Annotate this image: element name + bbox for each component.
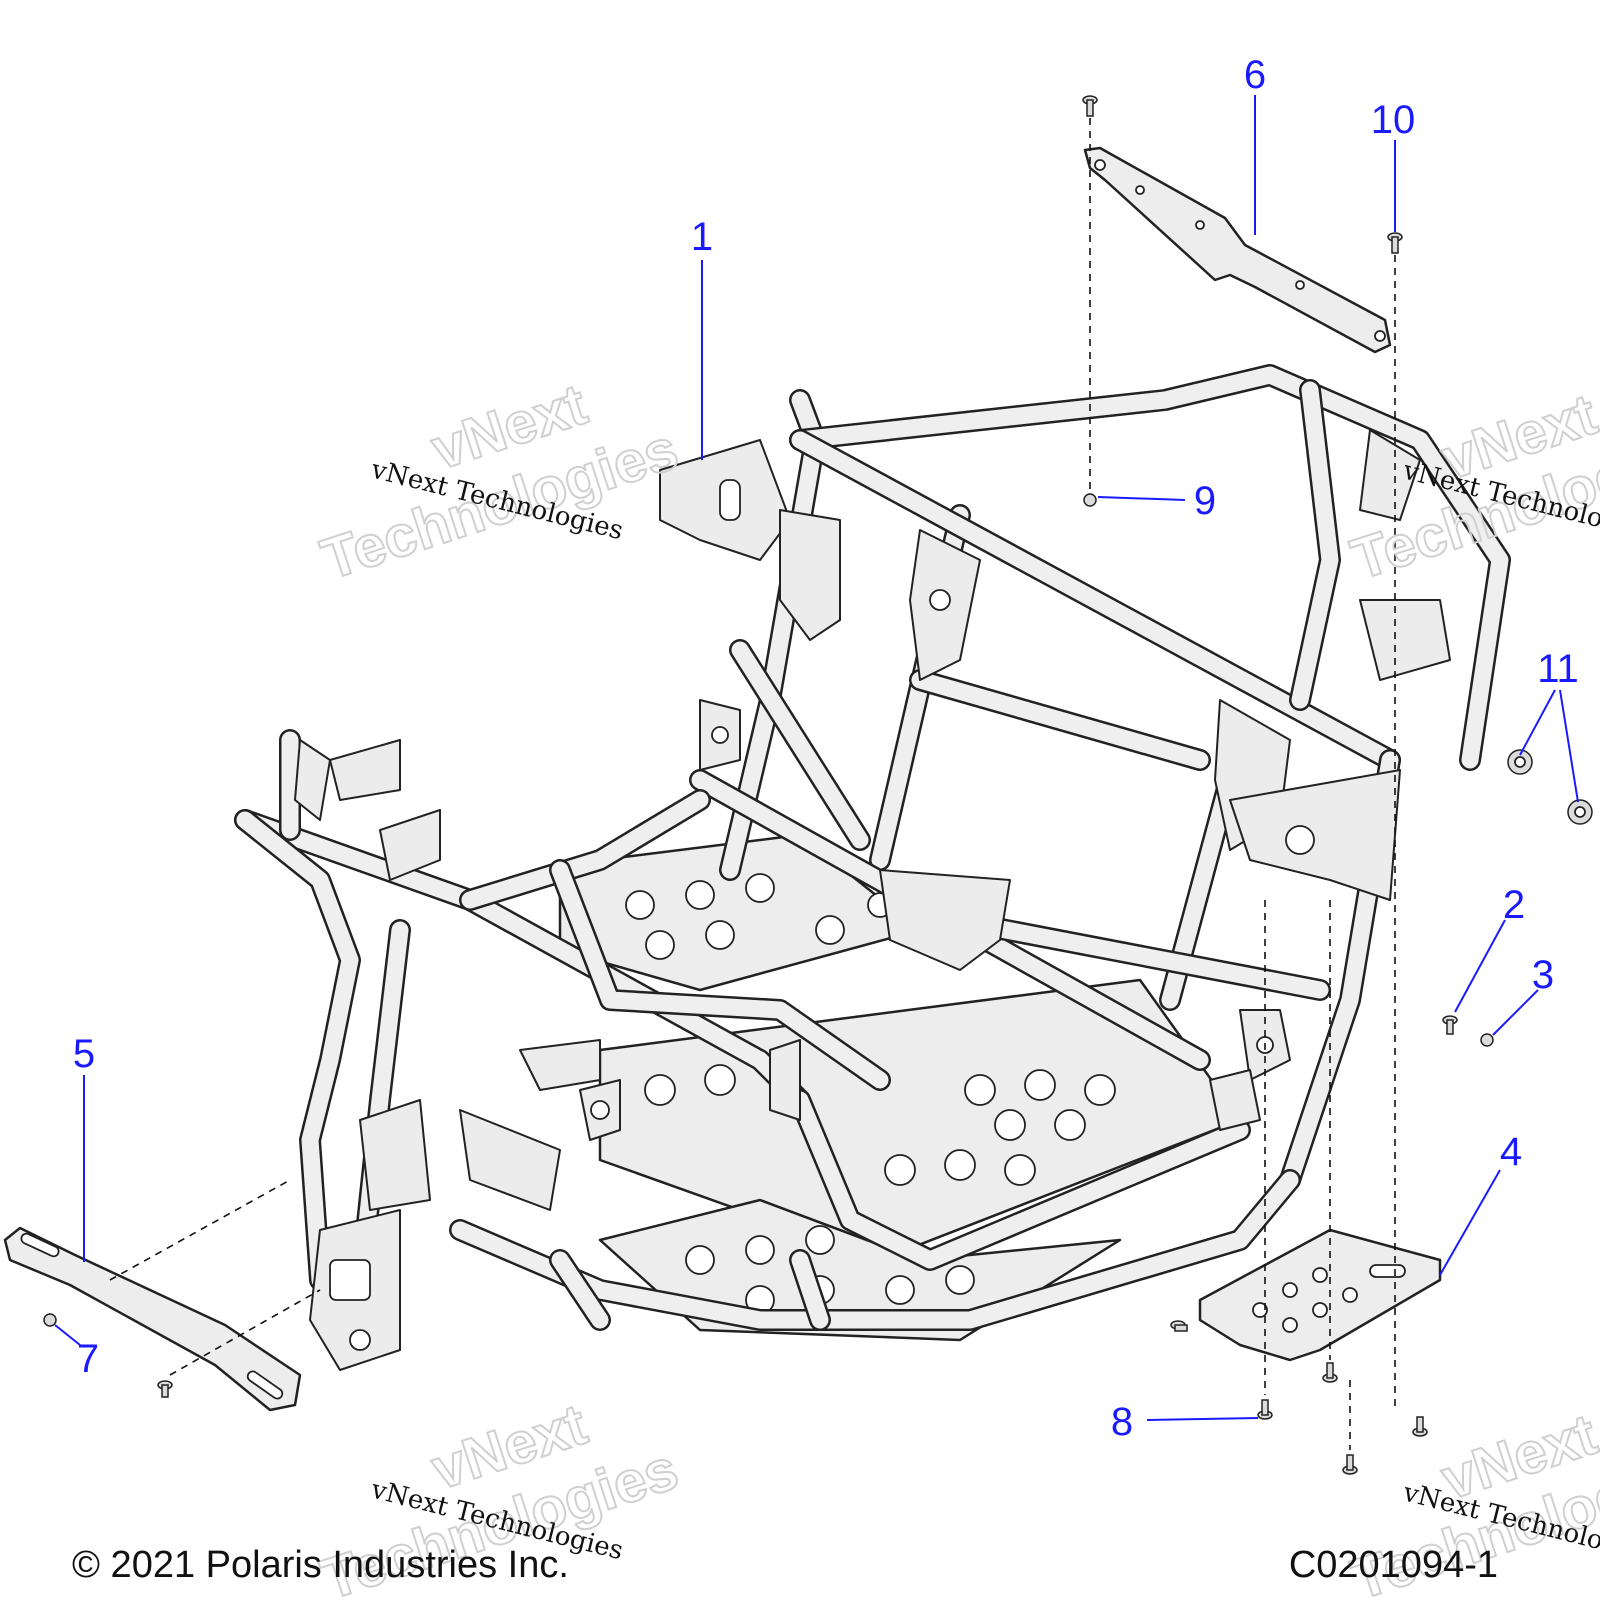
bolt-skid-b — [1322, 1362, 1338, 1383]
callout-leaders — [54, 95, 1579, 1421]
part-4-skid-plate — [1198, 1228, 1442, 1362]
grommet-11-a — [1507, 749, 1533, 775]
callout-labels: 1 6 10 9 11 2 3 4 5 7 8 — [73, 53, 1579, 1444]
grommet-11-b — [1567, 799, 1593, 825]
callout-9: 9 — [1194, 479, 1216, 523]
callout-4: 4 — [1500, 1130, 1522, 1174]
callout-11: 11 — [1537, 647, 1579, 691]
bolt-skid-d — [1412, 1416, 1428, 1437]
copyright-notice: © 2021 Polaris Industries Inc. — [72, 1544, 569, 1586]
bolt-top-left — [1082, 95, 1098, 117]
nut-9 — [1083, 493, 1097, 507]
callout-8: 8 — [1111, 1400, 1133, 1444]
frame-gussets — [579, 429, 1451, 1141]
watermark-top-left: vNext Technologies vNext Technologies — [313, 371, 687, 594]
bolt-2 — [1442, 1015, 1458, 1035]
bolt-front-lower — [157, 1380, 173, 1398]
front-suspension-mounts — [294, 739, 801, 1371]
bolt-10 — [1387, 232, 1403, 254]
part-6-crossmember-plate — [1083, 146, 1392, 354]
bolt-skid-c — [1342, 1454, 1358, 1475]
callout-7: 7 — [77, 1337, 99, 1381]
nut-3 — [1480, 1033, 1494, 1047]
assembly-lines — [109, 118, 1396, 1450]
bolt-skid-a — [1170, 1320, 1188, 1332]
callout-1: 1 — [691, 215, 713, 259]
part-5-front-crossbar — [3, 1226, 302, 1412]
callout-6: 6 — [1244, 53, 1266, 97]
callout-10: 10 — [1371, 98, 1416, 142]
callout-2: 2 — [1503, 883, 1525, 927]
bolt-8 — [1257, 1399, 1273, 1420]
nut-7 — [43, 1313, 57, 1327]
fasteners — [43, 95, 1593, 1475]
callout-3: 3 — [1532, 953, 1554, 997]
drawing-number: C0201094-1 — [1289, 1544, 1498, 1586]
callout-5: 5 — [73, 1032, 95, 1076]
